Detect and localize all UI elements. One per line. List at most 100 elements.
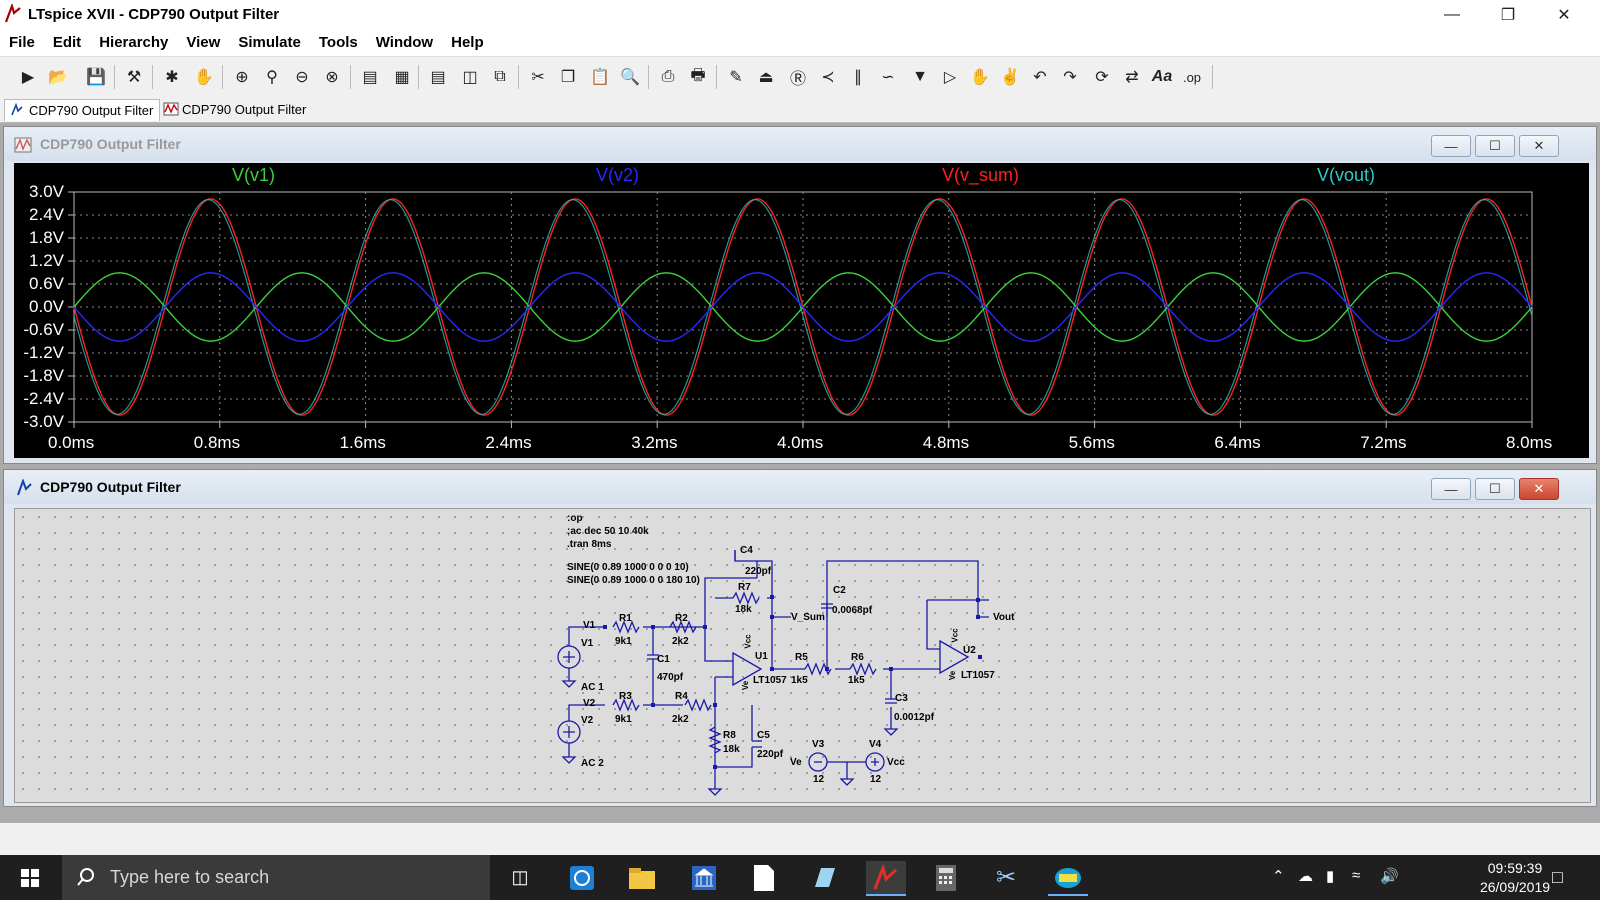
find-icon[interactable]: 🔍 xyxy=(620,69,640,86)
menu-view[interactable]: View xyxy=(186,34,221,51)
spice-directive-icon[interactable]: .op xyxy=(1182,69,1202,85)
dev-tool-icon[interactable] xyxy=(1048,861,1088,896)
pan-icon[interactable]: ✋ xyxy=(194,69,214,86)
resistor-icon[interactable]: ≺ xyxy=(821,69,835,86)
draw-wire-icon[interactable]: ✎ xyxy=(729,69,743,86)
r5-value[interactable]: 1k5 xyxy=(791,675,808,686)
r2-label[interactable]: R2 xyxy=(675,613,688,624)
volume-icon[interactable]: 🔊 xyxy=(1380,868,1399,885)
component-icon[interactable]: ▷ xyxy=(943,69,957,86)
document-icon[interactable] xyxy=(744,861,784,894)
ltspice-icon[interactable] xyxy=(866,861,906,896)
drag-icon[interactable]: ✌ xyxy=(1000,69,1020,86)
tile-vertical-icon[interactable]: ◫ xyxy=(462,69,478,86)
zoom-out-icon[interactable]: ⊖ xyxy=(295,69,309,86)
r4-label[interactable]: R4 xyxy=(675,691,688,702)
task-view-icon[interactable]: ◫ xyxy=(511,867,529,887)
u1-label[interactable]: U1 xyxy=(755,651,768,662)
c5-value[interactable]: 220pf xyxy=(757,749,784,760)
system-clock[interactable]: 09:59:39 26/09/2019 xyxy=(1470,859,1560,897)
waveform-minimize-button[interactable]: — xyxy=(1431,135,1471,157)
chevron-up-icon[interactable]: ⌃ xyxy=(1272,868,1285,885)
halt-icon[interactable]: ✱ xyxy=(165,69,179,86)
r1-label[interactable]: R1 xyxy=(619,613,632,624)
diode-icon[interactable]: ▼ xyxy=(912,68,928,85)
trace-v-v2[interactable] xyxy=(73,272,1533,342)
c5-label[interactable]: C5 xyxy=(757,730,770,741)
ground-icon[interactable]: ⏏ xyxy=(758,69,774,86)
notifications-icon[interactable]: □ xyxy=(1552,867,1563,887)
r8-label[interactable]: R8 xyxy=(723,730,736,741)
net-label-v2[interactable]: V2 xyxy=(583,698,596,709)
net-label-ve[interactable]: Ve xyxy=(790,757,802,768)
r1-value[interactable]: 9k1 xyxy=(615,636,632,647)
legend-v1[interactable]: V(v1) xyxy=(232,165,276,185)
print-icon[interactable]: 🖶 xyxy=(690,66,706,84)
menu-edit[interactable]: Edit xyxy=(52,34,82,51)
c2-value[interactable]: 0.0068pf xyxy=(832,605,873,616)
menu-window[interactable]: Window xyxy=(375,34,434,51)
u1-value[interactable]: LT1057 xyxy=(753,675,787,686)
c3-value[interactable]: 0.0012pf xyxy=(894,712,935,723)
zoom-in-icon[interactable]: ⊕ xyxy=(235,69,249,86)
onedrive-icon[interactable]: ☁ xyxy=(1298,868,1313,885)
r4-value[interactable]: 2k2 xyxy=(672,714,689,725)
zoom-cancel-icon[interactable]: ⊗ xyxy=(325,69,339,86)
source-v2-sine[interactable]: SINE(0 0.89 1000 0 0 180 10) xyxy=(567,575,700,586)
copy-icon[interactable]: ❐ xyxy=(560,69,576,86)
text-icon[interactable]: Aa xyxy=(1151,68,1173,85)
r6-label[interactable]: R6 xyxy=(851,652,864,663)
rotate-icon[interactable]: ⟳ xyxy=(1095,69,1109,86)
taskbar-search-box[interactable]: Type here to search xyxy=(62,855,490,900)
net-label-vout[interactable]: Vout xyxy=(993,612,1015,623)
r2-value[interactable]: 2k2 xyxy=(672,636,689,647)
close-button[interactable]: ✕ xyxy=(1557,7,1571,24)
wifi-icon[interactable]: ≈ xyxy=(1352,867,1361,884)
net-label-v1[interactable]: V1 xyxy=(583,620,596,631)
legend-v2[interactable]: V(v2) xyxy=(596,165,640,185)
restore-button[interactable]: ❐ xyxy=(1500,7,1516,24)
r5-label[interactable]: R5 xyxy=(795,652,808,663)
spice-directive-op[interactable]: :op xyxy=(567,513,583,524)
net-label-v-sum[interactable]: V_Sum xyxy=(791,612,825,623)
r6-value[interactable]: 1k5 xyxy=(848,675,865,686)
menu-tools[interactable]: Tools xyxy=(318,34,358,51)
control-panel-icon[interactable]: ⚒ xyxy=(126,69,142,86)
label-net-icon[interactable]: Ⓡ xyxy=(789,71,806,88)
v1-label[interactable]: V1 xyxy=(581,638,594,649)
capacitor-icon[interactable]: ∥ xyxy=(854,69,862,86)
inductor-icon[interactable]: ∽ xyxy=(881,69,895,86)
file-explorer-icon[interactable] xyxy=(622,861,662,894)
r7-value[interactable]: 18k xyxy=(735,604,752,615)
zoom-area-icon[interactable]: ⚲ xyxy=(266,69,278,86)
schematic-maximize-button[interactable]: ☐ xyxy=(1475,478,1515,500)
c1-value[interactable]: 470pf xyxy=(657,672,684,683)
waveform-close-button[interactable]: ✕ xyxy=(1519,135,1559,157)
print-setup-icon[interactable]: ⎙ xyxy=(661,68,675,85)
schematic-canvas[interactable]: :op ;ac dec 50 10 40k .tran 8ms SINE(0 0… xyxy=(14,508,1591,803)
r3-value[interactable]: 9k1 xyxy=(615,714,632,725)
spice-directive-tran[interactable]: .tran 8ms xyxy=(567,539,612,550)
trace-v-vout[interactable] xyxy=(73,199,1533,415)
open-icon[interactable]: 📂 xyxy=(48,69,68,86)
tab-waveform[interactable]: CDP790 Output Filter xyxy=(158,99,312,120)
c3-label[interactable]: C3 xyxy=(895,693,908,704)
schematic-close-button[interactable]: ✕ xyxy=(1519,478,1559,500)
v2-ac-label[interactable]: AC 2 xyxy=(581,758,604,769)
autorange-icon[interactable]: ▤ xyxy=(362,69,378,86)
v1-ac-label[interactable]: AC 1 xyxy=(581,682,604,693)
run-icon[interactable]: ▶ xyxy=(21,69,35,86)
redo-icon[interactable]: ↷ xyxy=(1063,69,1077,86)
c2-label[interactable]: C2 xyxy=(833,585,846,596)
minimize-button[interactable]: — xyxy=(1444,6,1460,23)
c4-value[interactable]: 220pf xyxy=(745,566,772,577)
schematic-minimize-button[interactable]: — xyxy=(1431,478,1471,500)
notepad-icon[interactable] xyxy=(804,861,844,894)
snipping-tool-icon[interactable]: ✂ xyxy=(995,864,1017,891)
battery-icon[interactable]: ▮ xyxy=(1326,868,1335,885)
cut-icon[interactable]: ✂ xyxy=(531,69,545,86)
legend-v-sum[interactable]: V(v_sum) xyxy=(942,165,1020,185)
undo-icon[interactable]: ↶ xyxy=(1033,69,1047,86)
legend-vout[interactable]: V(vout) xyxy=(1317,165,1376,185)
